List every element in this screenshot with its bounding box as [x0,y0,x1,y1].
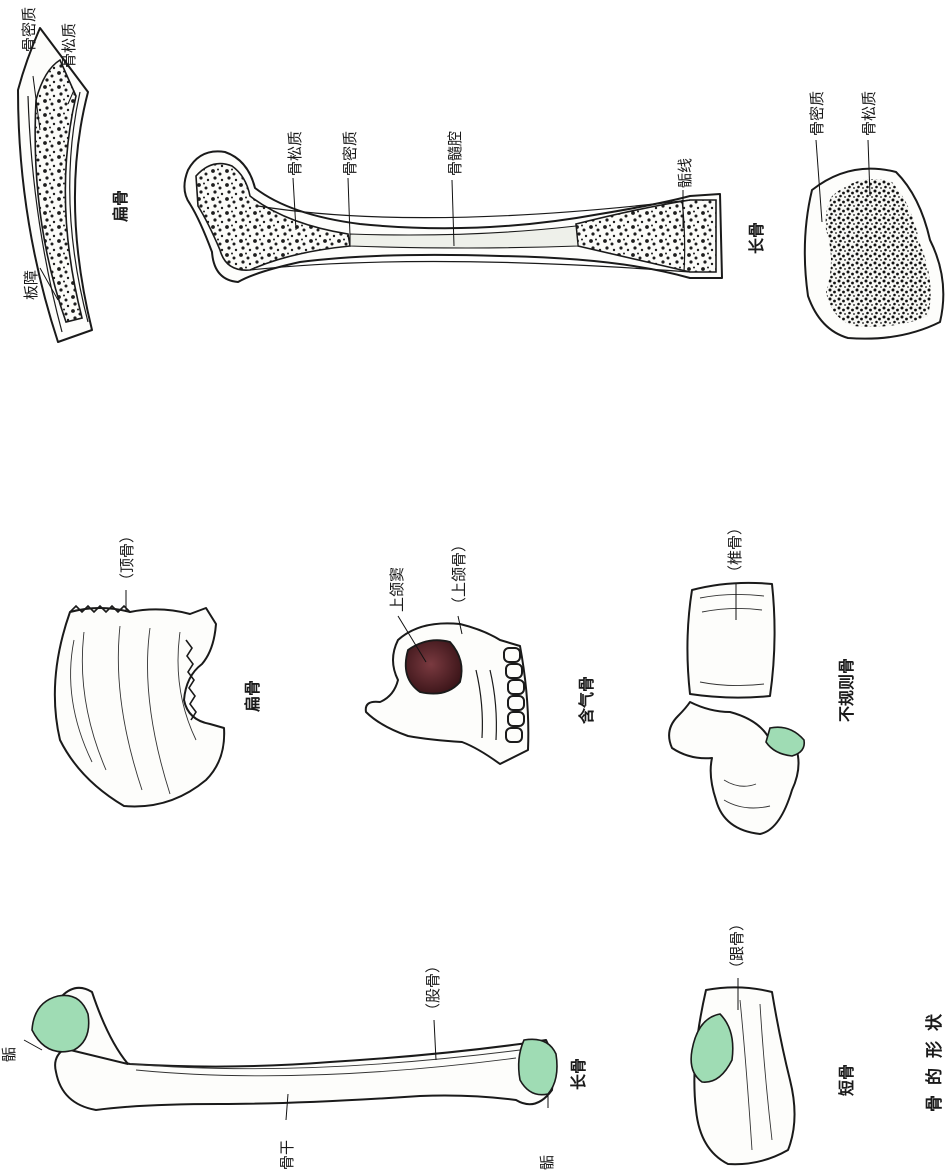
block-spongy-label: 骨松质 [860,91,878,136]
long-epiphyseal-line-label: 骺线 [676,158,694,188]
flat-compact-label: 骨密质 [20,7,38,52]
flat-spongy-label: 骨松质 [60,23,78,68]
long-compact-label: 骨密质 [341,131,359,176]
femur-epiphysis-top-label: 骺 [0,1047,18,1062]
long-bone-section-caption: 长骨 [747,222,766,254]
vertebra-label: （椎骨） [726,520,744,580]
pneumatic-bone-caption: 含气骨 [577,676,596,724]
calcaneus-label: （跟骨） [728,916,746,976]
flat-bone-section-caption: 扁骨 [111,190,130,222]
vertebra-drawing [669,583,804,834]
femur-name-label: （股骨） [424,958,442,1018]
long-bone-femur-caption: 长骨 [569,1058,588,1090]
flat-diploe-label: 板障 [22,270,40,300]
femur-drawing [32,988,557,1110]
long-spongy-label: 骨松质 [286,131,304,176]
spongy-block-drawing [805,169,944,339]
maxilla-label: （上颌骨） [450,537,468,612]
parietal-bone-drawing [55,606,224,806]
short-bone-caption: 短骨 [837,1064,856,1096]
block-compact-label: 骨密质 [808,91,826,136]
parietal-label: （顶骨） [118,528,136,588]
flat-bone-skull-caption: 扁骨 [243,680,262,712]
irregular-bone-caption: 不规则骨 [837,658,856,722]
figure-title: 骨的形状 [924,1004,945,1112]
femur-epiphysis-bottom-label: 骺 [538,1155,556,1170]
femur-shaft-label: 骨干 [278,1140,296,1170]
maxillary-sinus-label: 上颌窦 [388,567,406,612]
calcaneus-drawing [691,987,794,1164]
maxilla-drawing [366,623,529,764]
long-marrow-label: 骨髓腔 [446,131,464,176]
